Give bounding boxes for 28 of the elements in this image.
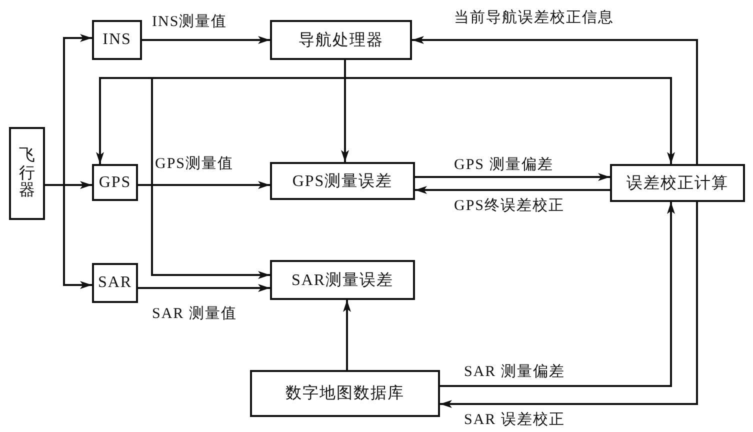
arrow [343, 300, 351, 370]
arrow [142, 36, 270, 44]
arrow [415, 173, 610, 181]
arrow [138, 284, 270, 292]
process-box [270, 260, 415, 300]
process-box [92, 164, 138, 201]
arrow [45, 184, 92, 289]
process-box [92, 263, 138, 303]
arrow [138, 181, 270, 189]
node-label: 飞行器 [19, 147, 35, 200]
node-label: 误差校正计算 [626, 174, 728, 194]
arrow [440, 202, 675, 387]
node-label: 数字地图数据库 [286, 384, 404, 404]
process-box [92, 20, 142, 60]
process-box [250, 370, 440, 417]
process-box [270, 20, 412, 60]
arrow [415, 186, 610, 194]
node-label: SAR测量误差 [291, 270, 394, 290]
process-box [270, 162, 415, 200]
arrow [440, 202, 698, 408]
node-label: SAR [98, 274, 132, 292]
process-box [9, 127, 45, 220]
node-label: INS [102, 31, 132, 49]
node-label: 导航处理器 [298, 30, 384, 50]
process-box [610, 164, 745, 202]
node-label: GPS [98, 174, 132, 192]
arrow [412, 36, 698, 164]
node-label: GPS测量误差 [292, 172, 393, 192]
